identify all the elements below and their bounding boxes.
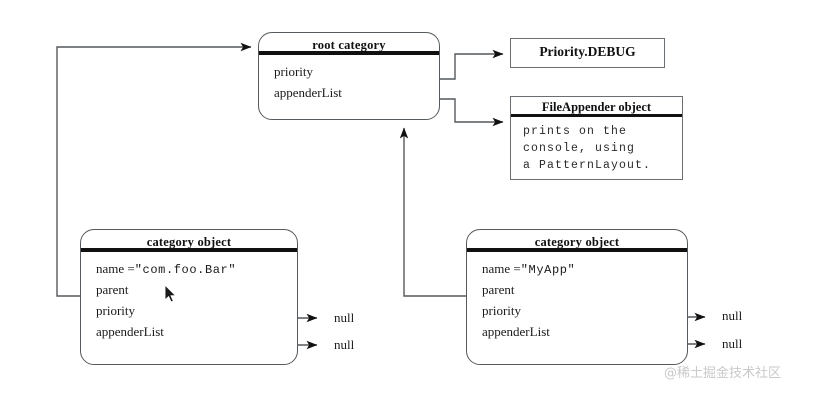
mouse-cursor-icon xyxy=(164,284,177,303)
field-left-parent: parent xyxy=(96,282,129,297)
node-root-category[interactable]: root category priority appenderList xyxy=(258,32,440,120)
null-label-right-priority: null xyxy=(722,308,743,323)
node-priority-debug[interactable]: Priority.DEBUG xyxy=(510,38,665,68)
file-appender-body: prints on the console, using a PatternLa… xyxy=(511,117,682,180)
null-label-left-priority: null xyxy=(334,310,355,325)
category-left-title: category object xyxy=(81,230,297,252)
edge-right-parent-to-root xyxy=(399,127,476,297)
field-root-priority: priority xyxy=(274,64,313,79)
category-right-fields: name ="MyApp" parent priority appenderLi… xyxy=(467,252,687,346)
file-appender-title: FileAppender object xyxy=(511,97,682,117)
field-left-appenderlist: appenderList xyxy=(96,324,164,339)
field-left-priority: priority xyxy=(96,303,135,318)
file-appender-body-line-2: console, using xyxy=(523,142,636,155)
node-category-left[interactable]: category object name ="com.foo.Bar" pare… xyxy=(80,229,298,365)
field-right-name: name ="MyApp" xyxy=(467,258,687,279)
root-category-title: root category xyxy=(259,33,439,55)
node-file-appender[interactable]: FileAppender object prints on the consol… xyxy=(510,96,683,180)
watermark-text: @稀土掘金技术社区 xyxy=(664,366,782,381)
root-category-fields: priority appenderList xyxy=(259,55,439,107)
null-label-right-appenderlist: null xyxy=(722,336,743,351)
field-right-name-value: "MyApp" xyxy=(520,263,576,277)
category-right-title: category object xyxy=(467,230,687,252)
field-right-appenderlist: appenderList xyxy=(482,324,550,339)
field-right-priority: priority xyxy=(482,303,521,318)
category-left-fields: name ="com.foo.Bar" parent priority appe… xyxy=(81,252,297,346)
edge-left-parent-to-root xyxy=(56,42,252,297)
field-root-appenderlist: appenderList xyxy=(274,85,342,100)
field-left-name-label: name = xyxy=(96,261,135,276)
file-appender-body-line-1: prints on the xyxy=(523,125,628,138)
priority-debug-label: Priority.DEBUG xyxy=(539,44,636,59)
node-category-right[interactable]: category object name ="MyApp" parent pri… xyxy=(466,229,688,365)
field-right-parent: parent xyxy=(482,282,515,297)
field-right-name-label: name = xyxy=(482,261,521,276)
field-left-name: name ="com.foo.Bar" xyxy=(81,258,297,279)
null-label-left-appenderlist: null xyxy=(334,337,355,352)
field-left-name-value: "com.foo.Bar" xyxy=(134,263,237,277)
file-appender-body-line-3: a PatternLayout. xyxy=(523,159,652,172)
